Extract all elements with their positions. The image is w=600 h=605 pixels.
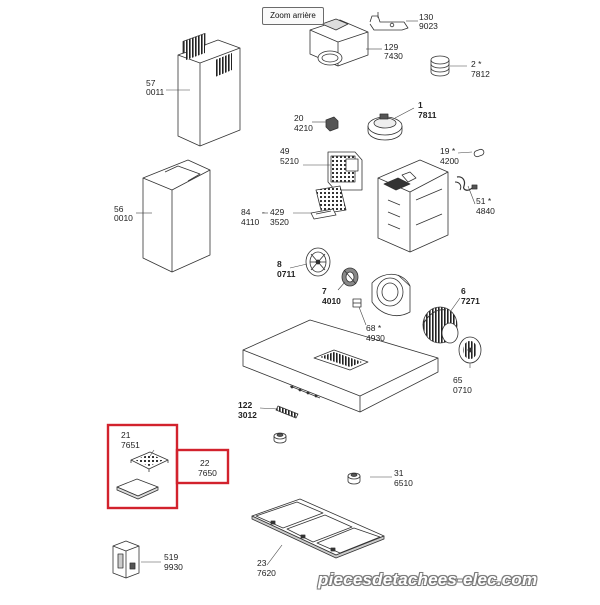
label-31-num[interactable]: 31 [394,468,404,478]
small-bar [310,208,337,220]
label-122-code[interactable]: 3012 [238,410,257,420]
mounting-bracket [369,12,409,31]
label-129-code[interactable]: 7430 [384,51,403,61]
label-1-num[interactable]: 1 [418,100,423,110]
label-19-num[interactable]: 19 * [440,146,456,156]
label-65-code[interactable]: 0710 [453,385,472,395]
lower-chimney-cover [142,159,211,273]
label-130-code[interactable]: 9023 [419,21,438,31]
site-watermark: piecesdetachees-elec.com [318,570,538,589]
label-8-code[interactable]: 0711 [277,269,296,279]
lamp-cover-left [273,432,287,444]
lamp-cover [347,472,361,485]
label-49-num[interactable]: 49 [280,146,290,156]
label-51-num[interactable]: 51 * [476,196,492,206]
fan-cover [458,336,482,364]
label-23-code[interactable]: 7620 [257,568,276,578]
label-49-code[interactable]: 5210 [280,156,299,166]
label-31-code[interactable]: 6510 [394,478,413,488]
label-130-num[interactable]: 130 [419,12,433,22]
small-clip [325,116,339,132]
hood-canopy [242,319,439,413]
filter-pad [116,478,159,500]
label-519-num[interactable]: 519 [164,552,178,562]
label-84-code[interactable]: 4110 [241,217,260,227]
label-57-num[interactable]: 57 [146,78,156,88]
fan-wheel [422,306,459,344]
label-57-code[interactable]: 0011 [146,87,165,97]
label-22-num[interactable]: 22 [200,458,210,468]
light-strip [275,405,299,419]
capacitor [352,298,362,308]
label-429-num[interactable]: 429 [270,207,284,217]
label-dash: - [262,207,265,217]
label-6-code[interactable]: 7271 [461,296,480,306]
circuit-plate [315,185,347,215]
label-19-code[interactable]: 4200 [440,156,459,166]
label-122-num[interactable]: 122 [238,400,252,410]
label-429-code[interactable]: 3520 [270,217,289,227]
blower-scroll [371,273,411,316]
label-68-num[interactable]: 68 * [366,323,382,333]
control-board [327,151,363,191]
label-22-code[interactable]: 7650 [198,468,217,478]
label-2-code[interactable]: 7812 [471,69,490,79]
label-56-num[interactable]: 56 [114,204,124,214]
upper-chimney-cover [177,32,241,147]
label-23-num[interactable]: 23 [257,558,267,568]
label-7-code[interactable]: 4010 [322,296,341,306]
grease-filters [251,498,385,559]
label-1-code[interactable]: 7811 [418,110,437,120]
accessory-kit [112,540,140,579]
filter-pad-highlight-box [175,448,230,485]
label-65-num[interactable]: 65 [453,375,463,385]
label-21-code[interactable]: 7651 [121,440,140,450]
label-20-code[interactable]: 4210 [294,123,313,133]
label-7-num[interactable]: 7 [322,286,327,296]
label-6-num[interactable]: 6 [461,286,466,296]
label-20-num[interactable]: 20 [294,113,304,123]
highlight-group [106,423,230,510]
air-outlet [309,18,369,67]
filter-frame [130,451,169,472]
motor-damper [367,113,403,141]
label-8-num[interactable]: 8 [277,259,282,269]
label-51-code[interactable]: 4840 [476,206,495,216]
label-129-num[interactable]: 129 [384,42,398,52]
fan-plate [305,247,331,277]
label-21-num[interactable]: 21 [121,430,131,440]
motor-housing [377,159,449,253]
leader-lines [136,20,476,566]
zoom-out-button[interactable]: Zoom arrière [262,7,324,25]
part-labels: 130 9023 129 7430 2 * 7812 57 0011 1 781… [114,12,495,578]
wire-harness [454,176,478,191]
label-68-code[interactable]: 4930 [366,333,385,343]
label-519-code[interactable]: 9930 [164,562,183,572]
label-2-num[interactable]: 2 * [471,59,482,69]
small-cylinder [473,148,485,158]
fan-motor [341,267,359,287]
duct-collar [430,55,450,77]
label-56-code[interactable]: 0010 [114,213,133,223]
label-84-num[interactable]: 84 [241,207,251,217]
